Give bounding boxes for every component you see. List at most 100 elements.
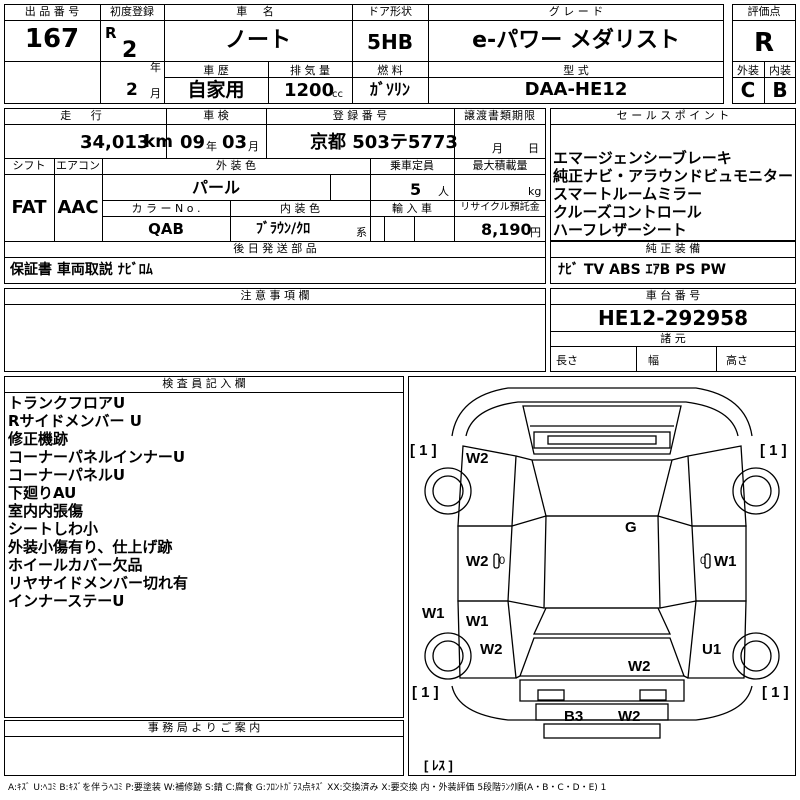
damage-mark: W2 bbox=[618, 708, 641, 725]
hood-outline bbox=[522, 405, 682, 455]
inspector-notes: トランクフロアU Rサイドメンバー U 修正機跡 コーナーパネルインナーU コー… bbox=[8, 394, 188, 610]
inspector-note: 修正機跡 bbox=[8, 430, 69, 448]
displacement: 1200 bbox=[284, 80, 335, 101]
interior-color-unit: 系 bbox=[356, 226, 367, 239]
damage-mark: G bbox=[625, 519, 637, 536]
car-name-label: 車 名 bbox=[236, 5, 280, 18]
door-label: ドア形状 bbox=[368, 5, 412, 18]
inspection-year-unit: 年 bbox=[206, 140, 217, 153]
grade: e-パワー メダリスト bbox=[472, 28, 680, 53]
import-label: 輸 入 車 bbox=[392, 202, 432, 215]
bracket-front-right: [ 1 ] bbox=[760, 442, 787, 459]
interior-score: B bbox=[772, 78, 788, 102]
equipment-box bbox=[550, 241, 796, 284]
score-label: 評価点 bbox=[747, 5, 781, 18]
inspector-note: コーナーパネルインナーU bbox=[8, 448, 186, 466]
later-parts-label: 後 日 発 送 部 品 bbox=[233, 242, 317, 255]
chassis-box bbox=[550, 288, 796, 372]
mileage-label: 走 行 bbox=[60, 109, 110, 122]
exterior-color-label: 外 装 色 bbox=[216, 159, 256, 172]
windshield-outline bbox=[531, 459, 673, 517]
office-box bbox=[4, 720, 404, 776]
notes-box bbox=[4, 288, 546, 372]
capacity-unit: 人 bbox=[438, 185, 449, 198]
color-number: QAB bbox=[148, 220, 184, 238]
model-label: 型 式 bbox=[563, 64, 589, 77]
recycle-unit: 円 bbox=[530, 226, 541, 239]
damage-mark: W1 bbox=[714, 553, 737, 570]
wheel-front-left bbox=[424, 467, 472, 515]
era: R bbox=[105, 24, 117, 42]
wheel-front-right bbox=[732, 467, 780, 515]
shift: FAT bbox=[11, 197, 47, 218]
legend: A:ｷｽﾞ U:ﾍｺﾐ B:ｷｽﾞを伴うﾍｺﾐ P:要塗装 W:補修跡 S:錆 … bbox=[8, 783, 607, 793]
damage-mark: W2 bbox=[466, 450, 489, 467]
damage-mark: W1 bbox=[422, 605, 445, 622]
mileage-unit: km bbox=[144, 132, 174, 152]
inspector-label: 検 査 員 記 入 欄 bbox=[162, 377, 246, 390]
sales-point: エマージェンシーブレーキ bbox=[553, 149, 732, 167]
history-label: 車 歴 bbox=[203, 64, 229, 77]
lot-number: 167 bbox=[24, 24, 80, 54]
bracket-front-left: [ 1 ] bbox=[410, 442, 437, 459]
inspector-note: Rサイドメンバー U bbox=[8, 412, 142, 430]
height-label: 高さ bbox=[726, 354, 748, 367]
inspector-note: ホイールカバー欠品 bbox=[8, 556, 143, 574]
registration-month: 2 bbox=[126, 80, 138, 100]
inspector-note: トランクフロアU bbox=[8, 394, 126, 412]
car-name: ノート bbox=[224, 28, 291, 53]
history: 自家用 bbox=[187, 79, 245, 101]
wheel-rear-left bbox=[424, 632, 472, 680]
inspector-note: 外装小傷有り、仕上げ跡 bbox=[8, 538, 173, 556]
header-grid bbox=[4, 4, 724, 104]
damage-mark: W2 bbox=[628, 658, 651, 675]
transfer-day-unit: 日 bbox=[528, 142, 539, 155]
damage-mark: U1 bbox=[702, 641, 721, 658]
ac-label: エアコン bbox=[56, 159, 100, 172]
month-unit: 月 bbox=[150, 87, 161, 100]
rear-window-outline bbox=[519, 637, 685, 677]
notes-label: 注 意 事 項 欄 bbox=[240, 289, 310, 302]
inspector-note: 室内内張傷 bbox=[8, 502, 84, 520]
mark-zero: 0 bbox=[499, 555, 505, 567]
bracket-rear-left: [ 1 ] bbox=[412, 684, 439, 701]
transfer-deadline-label: 譲渡書類期限 bbox=[464, 109, 536, 122]
lot-number-label: 出 品 番 号 bbox=[24, 5, 80, 18]
mirror-left bbox=[493, 553, 500, 569]
damage-mark: W1 bbox=[466, 613, 489, 630]
displacement-label: 排 気 量 bbox=[290, 64, 330, 77]
car-diagram-box bbox=[408, 376, 796, 776]
year-unit: 年 bbox=[150, 61, 161, 74]
capacity: 5 bbox=[410, 180, 422, 199]
fuel: ｶﾞｿﾘﾝ bbox=[369, 80, 410, 99]
sales-points-box bbox=[550, 108, 796, 241]
sales-points-label: セ ー ル ス ポ イ ン ト bbox=[616, 109, 730, 122]
sales-point: スマートルームミラー bbox=[553, 185, 703, 203]
bracket-rear-right: [ 1 ] bbox=[762, 684, 789, 701]
mileage: 34,013 bbox=[80, 132, 150, 153]
inspection-label: 車 検 bbox=[203, 109, 229, 122]
inspector-note: リヤサイドメンバー切れ有 bbox=[8, 574, 189, 592]
grade-label: グ レ ー ド bbox=[548, 5, 604, 18]
displacement-unit: cc bbox=[332, 89, 343, 100]
equipment-label: 純 正 装 備 bbox=[645, 242, 701, 255]
office-label: 事 務 局 よ り ご 案 内 bbox=[147, 721, 261, 734]
inspector-note: インナーステーU bbox=[8, 592, 125, 610]
inspection-month: 03 bbox=[222, 132, 248, 153]
overall-score: R bbox=[753, 28, 775, 58]
rear-bumper-outline bbox=[451, 685, 753, 721]
color-number-label: カ ラ ー N o . bbox=[131, 202, 201, 215]
transfer-month-unit: 月 bbox=[492, 142, 503, 155]
damage-mark: W2 bbox=[480, 641, 503, 658]
load-label: 最大積載量 bbox=[472, 159, 528, 172]
exterior-score: C bbox=[740, 78, 756, 102]
dimensions-label: 諸 元 bbox=[660, 332, 686, 345]
damage-mark: W2 bbox=[466, 553, 489, 570]
first-registration-label: 初度登録 bbox=[110, 5, 154, 18]
mark-zero: 0 bbox=[700, 555, 706, 567]
exterior-score-label: 外装 bbox=[737, 64, 759, 77]
inspector-note: シートしわ小 bbox=[8, 520, 99, 538]
plate-number: 京都 503テ5773 bbox=[310, 132, 458, 153]
inspector-note: 下廻りAU bbox=[8, 484, 77, 502]
later-parts: 保証書 車両取説 ﾅﾋﾞﾛﾑ bbox=[10, 262, 153, 278]
